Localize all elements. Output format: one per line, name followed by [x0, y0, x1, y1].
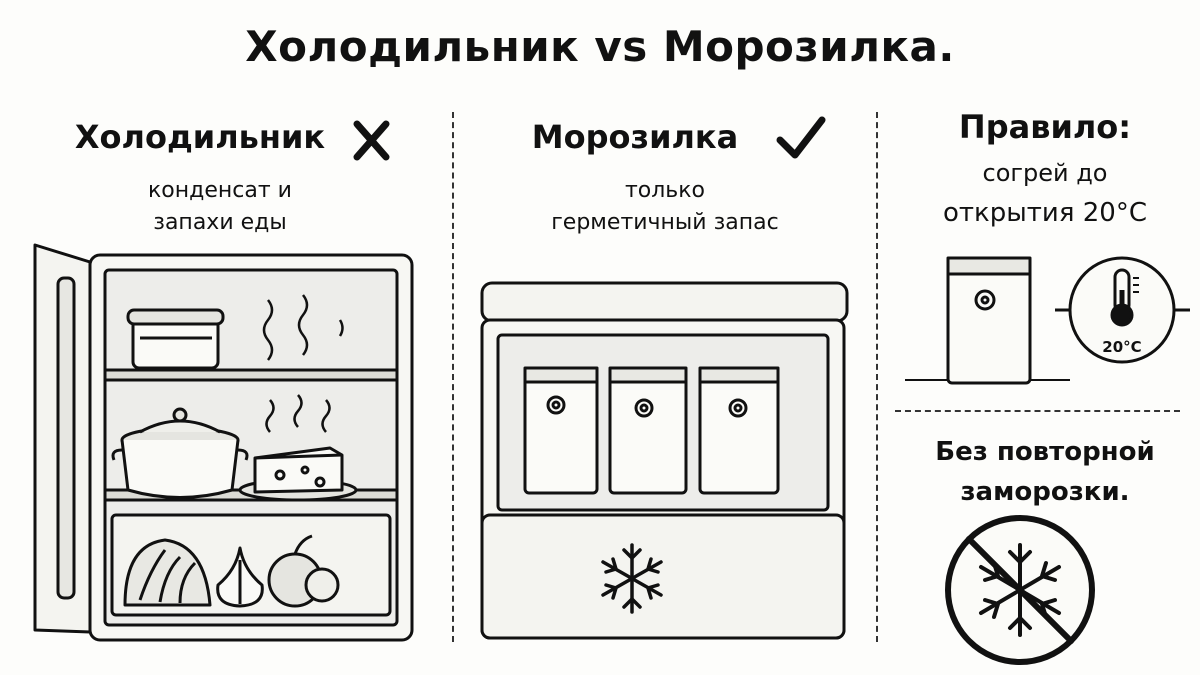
coffee-bag-1-icon — [523, 366, 599, 495]
divider-right — [876, 112, 878, 642]
odor-waves-middle-icon — [265, 394, 331, 433]
freezer-drawer — [480, 513, 846, 640]
snowflake-icon — [601, 543, 663, 614]
fridge-shelf-top — [103, 368, 399, 382]
rule-line2: открытия 20°C — [943, 198, 1147, 228]
thermometer-label: 20°C — [1102, 338, 1141, 356]
fridge-door-handle — [56, 276, 76, 600]
rule-heading: Правило: — [958, 108, 1132, 146]
coffee-bag-rule-icon — [946, 256, 1032, 385]
coffee-bag-3-icon — [698, 366, 780, 495]
freezer-note-line1: только — [624, 178, 706, 203]
fridge-note-line2: запахи еды — [153, 210, 287, 235]
thermometer-icon — [1055, 256, 1190, 364]
page-title: Холодильник vs Морозилка. — [245, 22, 955, 71]
check-icon — [776, 116, 826, 159]
cheese-icon — [238, 446, 358, 502]
freezer-note-line2: герметичный запас — [551, 210, 779, 235]
cross-icon — [353, 120, 390, 161]
odor-waves-top-icon — [262, 294, 344, 361]
fridge-illustration — [33, 243, 414, 642]
divider-rule — [895, 410, 1180, 412]
no-refreeze-icon — [945, 515, 1095, 665]
freezer-illustration — [480, 281, 849, 640]
onion-icon — [267, 534, 340, 608]
cooking-pot-icon — [111, 407, 249, 499]
coffee-bag-2-icon — [608, 366, 688, 495]
fridge-note-line1: конденсат и — [148, 178, 292, 203]
divider-left — [452, 112, 454, 642]
rule-line1: согрей до — [982, 159, 1108, 187]
no-refreeze-line2: заморозки. — [960, 477, 1130, 507]
fridge-heading: Холодильник — [74, 118, 326, 156]
garlic-icon — [216, 546, 264, 608]
freezer-heading: Морозилка — [531, 118, 739, 156]
no-refreeze-line1: Без повторной — [935, 437, 1155, 467]
food-container-icon — [126, 308, 225, 370]
lettuce-icon — [123, 538, 212, 607]
freezer-lid — [480, 281, 849, 323]
rule-illustration — [905, 256, 1190, 385]
